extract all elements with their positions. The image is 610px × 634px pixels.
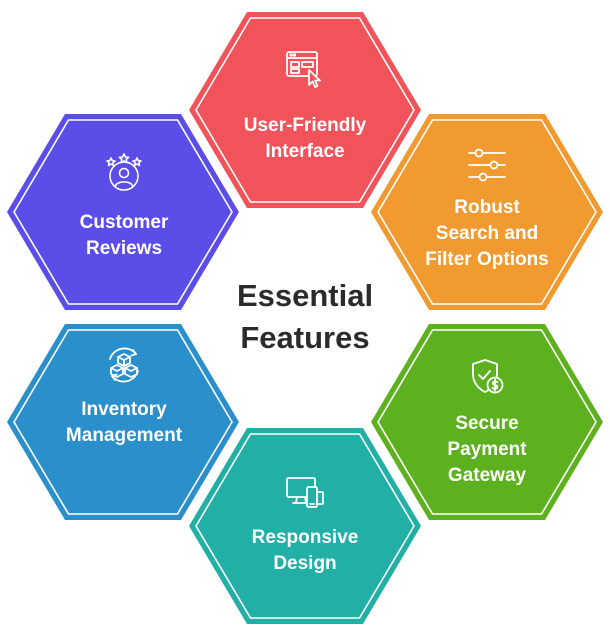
center-title-line: Essential xyxy=(236,278,374,313)
hexagon-robust-search xyxy=(371,114,603,310)
shield-dollar-icon xyxy=(472,359,504,394)
feature-label-line: Interface xyxy=(265,141,345,162)
hexagon-user-friendly xyxy=(189,12,421,208)
hexagon-inner-border xyxy=(195,17,415,203)
feature-label-line: Management xyxy=(65,425,183,446)
hexagon-inner-border xyxy=(13,329,233,515)
center-title-line: Features xyxy=(240,320,370,355)
feature-label-line: Search and xyxy=(435,223,539,244)
hexagon-fill xyxy=(7,324,239,520)
feature-label-line: Responsive xyxy=(251,527,359,548)
feature-label-line: Customer xyxy=(79,212,169,233)
feature-label-inventory-management: Inventory Management xyxy=(19,397,229,449)
feature-label-line: Inventory xyxy=(81,399,167,420)
feature-label-line: Secure xyxy=(455,413,519,434)
hexagon-customer-reviews xyxy=(7,114,239,310)
feature-label-responsive-design: Responsive Design xyxy=(200,525,410,577)
feature-label-user-friendly: User-Friendly Interface xyxy=(200,113,410,165)
feature-label-robust-search: Robust Search and Filter Options xyxy=(382,195,592,273)
browser-click-icon xyxy=(286,51,321,88)
center-title: Essential Features xyxy=(155,275,455,359)
feature-label-secure-payment: Secure Payment Gateway xyxy=(382,411,592,489)
feature-label-line: User-Friendly xyxy=(243,115,367,136)
hexagon-fill xyxy=(371,324,603,520)
feature-label-line: Filter Options xyxy=(425,249,549,270)
hexagon-fill xyxy=(371,114,603,310)
hexagon-fill xyxy=(189,12,421,208)
hexagon-inventory-management xyxy=(7,324,239,520)
hexagon-inner-border xyxy=(377,329,597,515)
feature-label-line: Gateway xyxy=(447,465,527,486)
feature-label-customer-reviews: Customer Reviews xyxy=(19,210,229,262)
hexagon-inner-border xyxy=(13,119,233,305)
hexagon-secure-payment xyxy=(371,324,603,520)
hexagon-fill xyxy=(189,428,421,624)
boxes-cycle-icon xyxy=(109,347,139,383)
feature-label-line: Reviews xyxy=(85,238,163,259)
hexagon-responsive-design xyxy=(189,428,421,624)
devices-icon xyxy=(286,477,324,508)
sliders-icon xyxy=(468,148,506,182)
feature-label-line: Design xyxy=(273,553,337,574)
user-stars-icon xyxy=(106,153,142,191)
hexagon-fill xyxy=(7,114,239,310)
hexagon-inner-border xyxy=(377,119,597,305)
feature-label-line: Payment xyxy=(447,439,527,460)
feature-label-line: Robust xyxy=(454,197,520,218)
hexagon-inner-border xyxy=(195,433,415,619)
